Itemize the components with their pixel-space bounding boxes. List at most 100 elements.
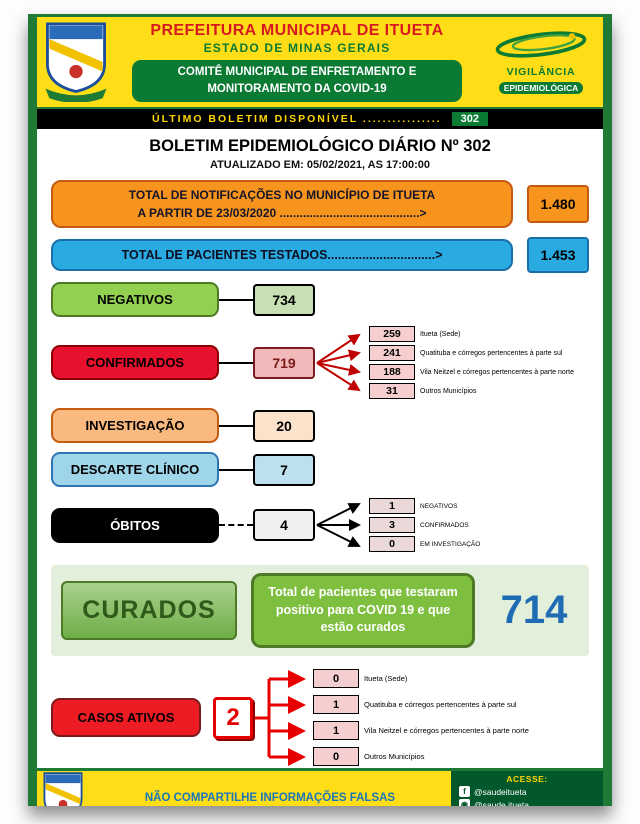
city-hall-title: PREFEITURA MUNICIPAL DE ITUETA — [150, 22, 444, 40]
tested-label-bar: TOTAL DE PACIENTES TESTADOS.............… — [51, 239, 513, 271]
confirmed-breakdown: 259 Itueta (Sede) 241 Quatituba e córreg… — [369, 326, 589, 399]
breakdown-value: 3 — [369, 517, 415, 533]
breakdown-value: 1 — [369, 498, 415, 514]
logo-line1: VIGILÂNCIA — [506, 65, 576, 78]
breakdown-value: 241 — [369, 345, 415, 361]
breakdown-item: 259 Itueta (Sede) — [369, 326, 589, 342]
breakdown-item: 188 Vila Neitzel e córregos pertencentes… — [369, 364, 589, 380]
header-titles: PREFEITURA MUNICIPAL DE ITUETA ESTADO DE… — [113, 22, 481, 102]
breakdown-label: Outros Municípios — [364, 752, 425, 761]
breakdown-label: Vila Neitzel e córregos pertencentes à p… — [364, 726, 529, 735]
breakdown-label: Quatituba e córregos pertencentes à part… — [364, 700, 517, 709]
breakdown-value: 259 — [369, 326, 415, 342]
active-cases-row: CASOS ATIVOS 2 0 Itueta (Sede) 1 Quatitu… — [51, 668, 589, 768]
breakdown-item: 0 Outros Municípios — [313, 747, 589, 766]
epidemiological-surveillance-logo: VIGILÂNCIA EPIDEMIOLÓGICA — [487, 29, 595, 96]
header: PREFEITURA MUNICIPAL DE ITUETA ESTADO DE… — [37, 14, 603, 109]
breakdown-value: 0 — [369, 536, 415, 552]
clinical-discard-label-bar: DESCARTE CLÍNICO — [51, 452, 219, 487]
footer-crest-wrap — [37, 771, 89, 806]
cured-value: 714 — [500, 587, 568, 632]
connector-line — [219, 361, 253, 364]
committee-banner: COMITÊ MUNICIPAL DE ENFRETAMENTO E MONIT… — [132, 60, 462, 102]
confirmed-value: 719 — [253, 346, 315, 379]
deaths-row: ÓBITOS 4 1 NEGATIVOS 3 CONFIRMADOS 0 EM … — [51, 496, 589, 554]
active-cases-label-bar: CASOS ATIVOS — [51, 698, 201, 737]
breakdown-value: 0 — [313, 669, 359, 688]
breakdown-item: 1 NEGATIVOS — [369, 498, 589, 514]
breakdown-label: Outros Municípios — [420, 387, 477, 395]
cured-row: CURADOS Total de pacientes que testaram … — [51, 565, 589, 656]
state-subtitle: ESTADO DE MINAS GERAIS — [203, 41, 391, 56]
investigation-value: 20 — [253, 409, 315, 442]
breakdown-value: 1 — [313, 721, 359, 740]
connector-line — [219, 468, 253, 471]
deaths-value: 4 — [253, 509, 315, 541]
breakdown-label: EM INVESTIGAÇÃO — [420, 540, 481, 548]
clinical-discard-row: DESCARTE CLÍNICO 7 — [51, 452, 589, 487]
notifications-label-line1: TOTAL DE NOTIFICAÇÕES NO MUNICÍPIO DE IT… — [128, 188, 436, 202]
breakdown-value: 188 — [369, 364, 415, 380]
access-label: ACESSE: — [506, 774, 548, 784]
deaths-fan-arrows-icon — [316, 503, 361, 547]
cured-label-bar: CURADOS — [61, 580, 237, 640]
municipal-crest — [45, 22, 107, 102]
breakdown-label: Itueta (Sede) — [420, 330, 461, 338]
breakdown-label: Quatituba e córregos pertencentes à part… — [420, 349, 563, 357]
breakdown-value: 1 — [313, 695, 359, 714]
last-bulletin-label: ÚLTIMO BOLETIM DISPONÍVEL ..............… — [152, 113, 442, 125]
footer-social-panel: ACESSE: f @saudeitueta ◉ @saude.itueta w… — [451, 770, 603, 806]
surveillance-swoosh-icon — [495, 30, 587, 58]
bulletin-page: PREFEITURA MUNICIPAL DE ITUETA ESTADO DE… — [28, 14, 612, 806]
negatives-row: NEGATIVOS 734 — [51, 282, 589, 317]
committee-line2: MONITORAMENTO DA COVID-19 — [207, 83, 387, 95]
last-bulletin-bar: ÚLTIMO BOLETIM DISPONÍVEL ..............… — [37, 109, 603, 129]
facebook-handle: @saudeitueta — [474, 786, 527, 797]
breakdown-item: 31 Outros Municípios — [369, 383, 589, 399]
breakdown-label: Itueta (Sede) — [364, 674, 408, 683]
tested-row: TOTAL DE PACIENTES TESTADOS.............… — [51, 237, 589, 273]
breakdown-item: 0 EM INVESTIGAÇÃO — [369, 536, 589, 552]
breakdown-item: 0 Itueta (Sede) — [313, 669, 589, 688]
notifications-row: TOTAL DE NOTIFICAÇÕES NO MUNICÍPIO DE IT… — [51, 180, 589, 228]
negatives-label-bar: NEGATIVOS — [51, 282, 219, 317]
breakdown-item: 3 CONFIRMADOS — [369, 517, 589, 533]
bulletin-updated-timestamp: ATUALIZADO EM: 05/02/2021, AS 17:00:00 — [209, 159, 431, 171]
connector-line-dotted — [219, 524, 253, 526]
footer-message: NÃO COMPARTILHE INFORMAÇÕES FALSAS — [144, 792, 396, 804]
municipal-crest-small — [43, 772, 83, 806]
clinical-discard-value: 7 — [253, 453, 315, 486]
confirmed-fan-arrows-icon — [316, 333, 361, 391]
instagram-row: ◉ @saude.itueta — [459, 799, 595, 806]
footer: NÃO COMPARTILHE INFORMAÇÕES FALSAS ACESS… — [37, 767, 603, 806]
breakdown-item: 241 Quatituba e córregos pertencentes à … — [369, 345, 589, 361]
deaths-breakdown: 1 NEGATIVOS 3 CONFIRMADOS 0 EM INVESTIGA… — [369, 498, 589, 552]
breakdown-item: 1 Vila Neitzel e córregos pertencentes à… — [313, 721, 589, 740]
committee-line1: COMITÊ MUNICIPAL DE ENFRETAMENTO E — [177, 66, 417, 79]
facebook-row: f @saudeitueta — [459, 786, 595, 797]
instagram-icon: ◉ — [459, 799, 470, 806]
cured-description-box: Total de pacientes que testaram positivo… — [251, 573, 475, 648]
deaths-label-bar: ÓBITOS — [51, 507, 219, 543]
connector-line — [219, 298, 253, 301]
notifications-value: 1.480 — [527, 185, 589, 223]
notifications-label-line2: A PARTIR DE 23/03/2020 .................… — [137, 206, 427, 220]
confirmed-row: CONFIRMADOS 719 259 Itueta (Sede) 241 Qu… — [51, 326, 589, 399]
active-cases-value: 2 — [213, 696, 253, 739]
logo-line2: EPIDEMIOLÓGICA — [498, 81, 584, 94]
investigation-label-bar: INVESTIGAÇÃO — [51, 408, 219, 443]
notifications-label-bar: TOTAL DE NOTIFICAÇÕES NO MUNICÍPIO DE IT… — [51, 180, 513, 228]
breakdown-value: 0 — [313, 747, 359, 766]
breakdown-item: 1 Quatituba e córregos pertencentes à pa… — [313, 695, 589, 714]
breakdown-value: 31 — [369, 383, 415, 399]
facebook-icon: f — [459, 786, 470, 797]
active-cases-breakdown: 0 Itueta (Sede) 1 Quatituba e córregos p… — [313, 669, 589, 766]
breakdown-label: Vila Neitzel e córregos pertencentes à p… — [420, 368, 574, 376]
tested-value: 1.453 — [527, 237, 589, 273]
breakdown-label: NEGATIVOS — [420, 502, 458, 510]
last-bulletin-number-badge: 302 — [451, 112, 488, 126]
breakdown-label: CONFIRMADOS — [420, 521, 469, 529]
connector-line — [219, 424, 253, 427]
negatives-value: 734 — [253, 283, 315, 316]
bulletin-title: BOLETIM EPIDEMIOLÓGICO DIÁRIO Nº 302 — [149, 137, 491, 155]
